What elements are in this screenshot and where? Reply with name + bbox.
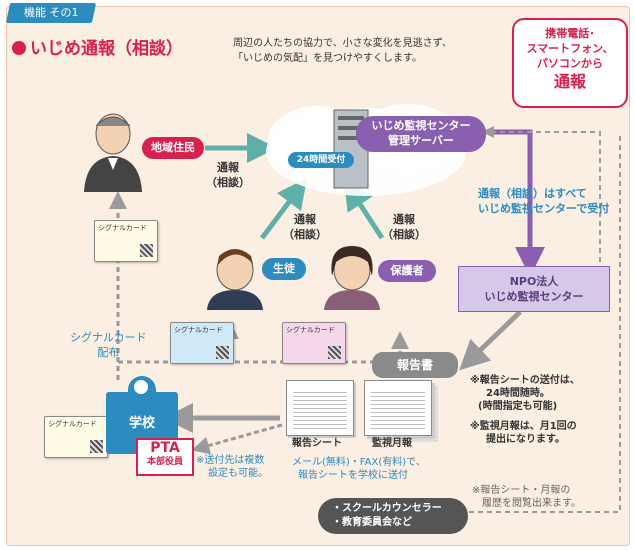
report-sheet-label: 報告シート [292,438,342,449]
callout-line-1: 携帯電話･ [545,27,595,40]
server-label-line-2: 管理サーバー [388,134,454,147]
card-distribution-label-2: 配布 [97,346,120,359]
all-reports-note-1: 通報（相談）はすべて [478,187,587,200]
note-destination-2: 設定も可能。 [208,468,268,479]
report-book-label: 報告書 [372,352,458,378]
card-distribution-label-1: シグナルカード [70,331,147,344]
report-label-guardian-1: 通報 [393,213,415,226]
signal-card-school-label: シグナルカード [48,420,97,428]
npo-line-2: いじめ監視センター [484,290,584,303]
monthly-report-doc [364,380,432,436]
resident-badge: 地域住民 [142,137,204,159]
guardian-illustration [324,246,380,310]
card-distribution-label: シグナルカード配布 [70,330,147,360]
student-badge: 生徒 [262,258,306,280]
signal-card-guardian-label: シグナルカード [286,326,335,334]
report-label-student-1: 通報 [294,213,316,226]
lead-line-2: 「いじめの気配」を見つけやすくします。 [233,53,422,64]
callout-line-3: パソコンから [537,57,603,70]
qr-code-icon [216,346,229,359]
server-24h-badge: 24時間受付 [288,152,354,168]
callout-line-4: 通報 [553,72,586,91]
arrow-npo-return [482,126,601,262]
all-reports-note-2: いじめ監視センターで受付 [478,202,610,215]
feature-tab: 機能 その1 [5,3,97,23]
server-label-line-1: いじめ監視センター [371,119,471,132]
note-destination-1: ※送付先は複数 [196,455,265,466]
report-sheet-doc [286,380,354,436]
arrow-guardian-to-server [343,179,385,240]
signal-card-guardian: シグナルカード [282,322,346,364]
signal-card-school: シグナルカード [44,416,108,458]
signal-card-student-label: シグナルカード [174,326,223,334]
resident-illustration [84,113,142,192]
npo-box: NPO法人 いじめ監視センター [458,266,610,312]
arrow-school-to-parents [118,331,409,364]
signal-card-resident-label: シグナルカード [98,224,147,232]
device-callout: 携帯電話･ スマートフォン、 パソコンから 通報 [512,18,628,108]
all-reports-note: 通報（相談）はすべていじめ監視センターで受付 [478,186,609,216]
school-label: 学校 [128,416,155,431]
pta-sub: 本部役員 [146,457,183,467]
page-title-text: いじめ通報（相談） [30,39,183,59]
counselor-pill: ・スクールカウンセラー ・教育委員会など [318,498,468,534]
signal-card-resident: シグナルカード [94,220,158,262]
pta-badge: PTA 本部役員 [136,438,194,476]
note-month-1: ※監視月報は、月1回の [470,421,577,432]
signal-card-student: シグナルカード [170,322,234,364]
report-sheet-lines [293,389,347,429]
monthly-report-lines [371,389,425,429]
npo-line-1: NPO法人 [509,275,559,288]
page-title: いじめ通報（相談） [12,38,183,60]
server-label: いじめ監視センター 管理サーバー [356,116,486,152]
lead-line-1: 周辺の人たちの協力で、小さな変化を見逃さず、 [233,38,452,49]
note-month-2: 提出になります。 [486,434,565,445]
report-label-guardian: 通報 （相談） [382,212,426,242]
title-bullet-icon [12,41,26,55]
note-send-3: (時間指定も可能) [478,401,558,412]
report-label-student-2: （相談） [283,228,327,241]
pta-main: PTA [150,440,180,456]
mail-note-2: 報告シートを学校に送付 [298,470,408,481]
note-browse-1: ※報告シート・月報の [472,485,571,496]
note-send-1: ※報告シートの送付は、 [470,375,580,386]
note-browse-2: 履歴を閲覧出来ます。 [482,498,581,509]
counselor-line-2: ・教育委員会など [332,517,412,528]
report-label-resident-1: 通報 [217,161,239,174]
arrow-student-to-server [260,178,307,240]
qr-code-icon [140,244,153,257]
callout-line-2: スマートフォン、 [526,42,614,55]
report-label-resident: 通報 （相談） [206,160,250,190]
counselor-line-1: ・スクールカウンセラー [332,503,442,514]
clock-icon [134,380,148,394]
note-send-2: 24時間随時。 [486,388,550,399]
report-label-guardian-2: （相談） [382,228,426,241]
report-label-student: 通報 （相談） [283,212,327,242]
feature-tab-label: 機能 その1 [23,6,79,19]
qr-code-icon [328,346,341,359]
monthly-report-label: 監視月報 [372,438,412,449]
arrow-npo-to-report [459,310,522,371]
report-label-resident-2: （相談） [206,176,250,189]
qr-code-icon [90,440,103,453]
arrow-report-to-pta [191,423,283,455]
mail-note-1: メール(無料)・FAX(有料)で、 [292,457,426,468]
guardian-badge: 保護者 [378,260,436,282]
student-illustration [207,249,263,310]
